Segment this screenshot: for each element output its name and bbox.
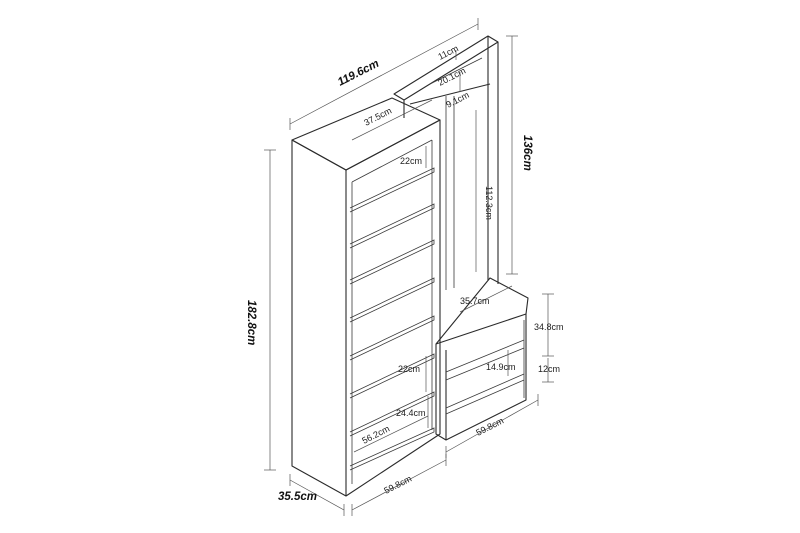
shoe-bench xyxy=(435,277,529,441)
label-gap-20: 20.1cm xyxy=(436,65,467,87)
label-inner-112: 112.3cm xyxy=(484,186,494,220)
label-drawer-12: 12cm xyxy=(538,364,560,374)
label-total-width: 119.6cm xyxy=(336,58,381,89)
cabinet-front-frame xyxy=(345,119,441,497)
label-inner-56: 56.2cm xyxy=(360,423,391,445)
label-bench-width: 59.8cm xyxy=(474,415,505,437)
label-gap-9: 9.1cm xyxy=(444,90,470,110)
label-total-height: 182.8cm xyxy=(245,300,257,345)
label-bench-depth: 35.7cm xyxy=(460,296,490,306)
label-drawer-14: 14.9cm xyxy=(486,362,516,372)
tall-cabinet xyxy=(291,97,441,497)
label-cabinet-width: 59.8cm xyxy=(382,473,413,495)
rack-top-board xyxy=(393,35,499,101)
cabinet-shelves xyxy=(349,167,435,471)
label-total-depth: 35.5cm xyxy=(278,491,317,503)
label-shelf-24: 24.4cm xyxy=(396,408,426,418)
label-shelf-22-top: 22cm xyxy=(400,156,422,166)
dimension-lines xyxy=(264,18,554,516)
bench-seat xyxy=(435,277,529,345)
label-gap-11: 11cm xyxy=(436,43,460,62)
label-shelf-22-low: 22cm xyxy=(398,364,420,374)
coat-rack xyxy=(393,35,499,290)
cabinet-side-panel xyxy=(291,139,347,497)
label-rack-height: 136cm xyxy=(521,135,533,171)
hanging-rail xyxy=(409,83,491,105)
label-bench-height: 34.8cm xyxy=(534,322,564,332)
